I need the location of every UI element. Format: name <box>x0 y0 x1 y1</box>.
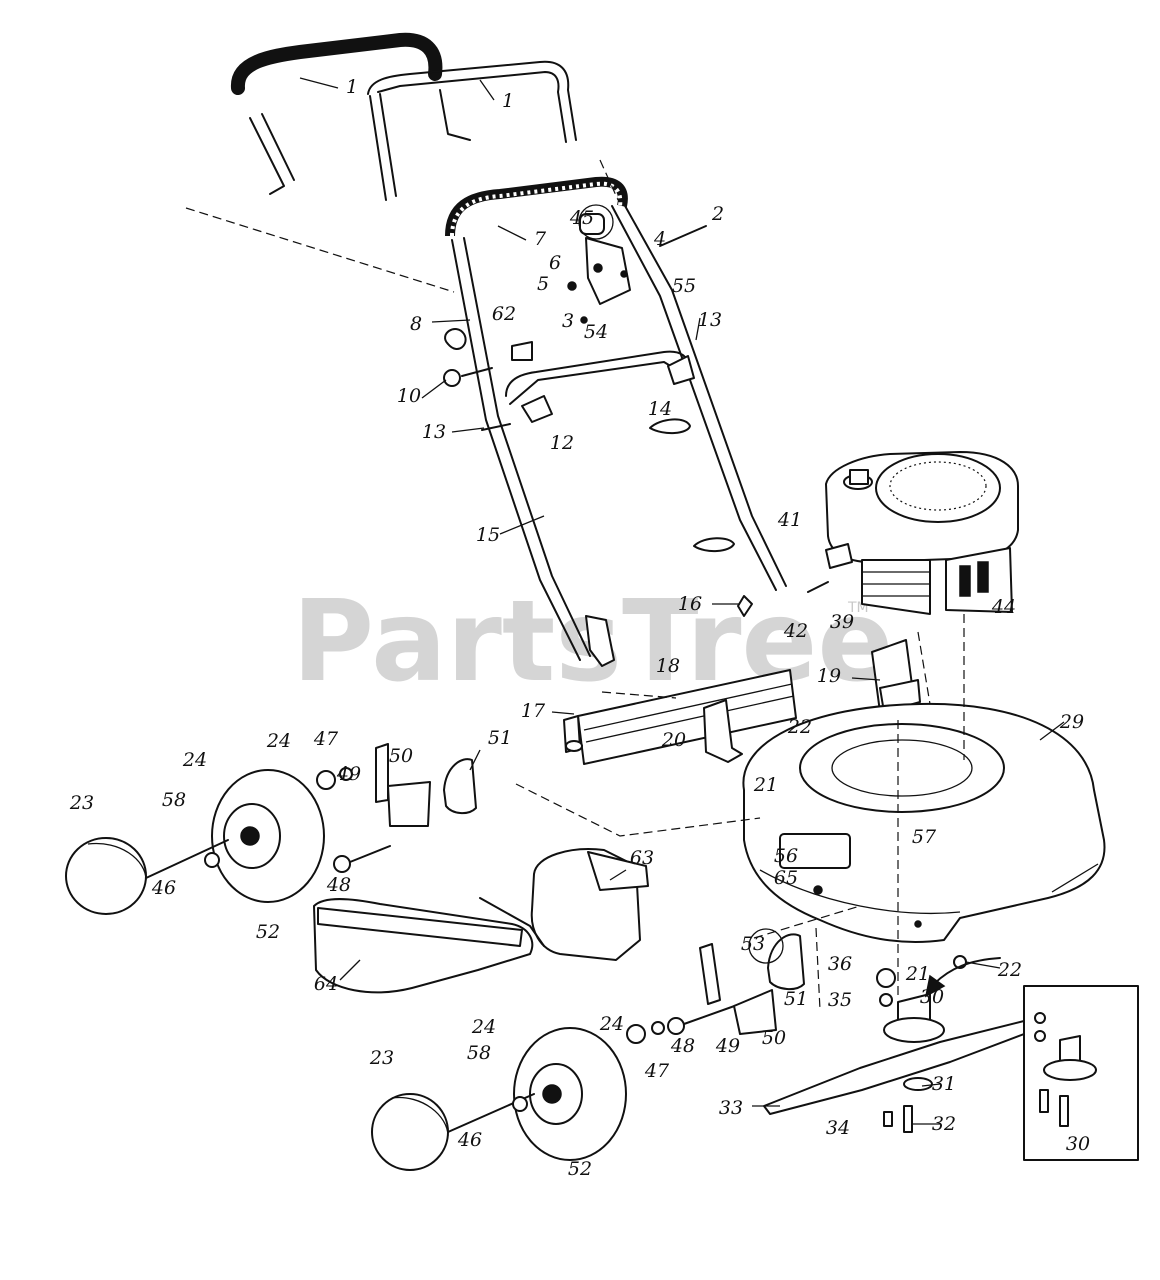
part-callout-46a: 46 <box>151 877 176 899</box>
part-callout-47a: 47 <box>313 728 339 750</box>
part-callout-63: 63 <box>630 847 654 869</box>
part-callout-30a: 30 <box>920 986 944 1008</box>
part-callout-15: 15 <box>476 524 500 546</box>
part-callout-24c: 24 <box>599 1013 624 1035</box>
part-callout-8: 8 <box>410 313 422 335</box>
callout-arrow-line <box>933 957 1001 985</box>
part-callout-42: 42 <box>783 620 808 642</box>
part-callout-22b: 22 <box>997 959 1022 981</box>
part-callout-44: 44 <box>991 596 1016 618</box>
part-callout-1b: 1 <box>502 90 514 112</box>
circled-callout-53 <box>748 928 784 964</box>
part-callout-50a: 50 <box>389 745 413 767</box>
part-callout-13a: 13 <box>698 309 722 331</box>
engine-bracket <box>871 639 921 713</box>
part-callout-58b: 58 <box>467 1042 491 1064</box>
part-callout-55: 55 <box>672 275 696 297</box>
part-callout-52a: 52 <box>256 921 280 943</box>
part-callout-4: 4 <box>653 228 666 250</box>
part-callout-21b: 21 <box>905 963 930 985</box>
part-callout-24d: 24 <box>471 1016 496 1038</box>
part-callout-51a: 51 <box>488 727 512 749</box>
part-callout-19: 19 <box>817 665 841 687</box>
part-callout-20: 20 <box>661 729 686 751</box>
adapter-inset <box>1023 985 1139 1161</box>
part-callout-23a: 23 <box>69 792 94 814</box>
part-callout-22a: 22 <box>787 716 812 738</box>
part-callout-35: 35 <box>828 989 852 1011</box>
upper-handle-grip <box>231 32 443 195</box>
part-callout-54: 54 <box>584 321 608 343</box>
part-callout-3: 3 <box>562 310 574 332</box>
part-callout-6: 6 <box>549 252 561 274</box>
part-callout-56: 56 <box>774 845 798 867</box>
part-callout-33: 33 <box>719 1097 743 1119</box>
rear-wheel-right <box>371 933 805 1171</box>
part-callout-62: 62 <box>492 303 516 325</box>
part-callout-52b: 52 <box>568 1158 592 1180</box>
rear-wheel-left <box>65 743 477 915</box>
leader-lines <box>299 77 1065 1125</box>
control-box <box>579 213 631 305</box>
part-callout-64: 64 <box>314 973 338 995</box>
mower-deck <box>742 702 1106 943</box>
part-callout-18: 18 <box>656 655 680 677</box>
assembly-guides <box>185 159 965 1011</box>
rear-flap <box>530 848 649 961</box>
part-callout-1a: 1 <box>346 76 358 98</box>
part-callout-48a: 48 <box>326 874 351 896</box>
part-callout-51b: 51 <box>784 988 808 1010</box>
part-callout-7: 7 <box>534 228 547 250</box>
part-callout-46b: 46 <box>457 1129 482 1151</box>
part-callout-24b: 24 <box>182 749 207 771</box>
part-callout-10: 10 <box>397 385 421 407</box>
part-callout-24a: 24 <box>266 730 291 752</box>
part-callout-30b: 30 <box>1066 1133 1090 1155</box>
circled-callout-45 <box>578 204 614 240</box>
part-callout-47b: 47 <box>644 1060 670 1082</box>
discharge-chute <box>313 897 545 994</box>
part-callout-49a: 49 <box>336 763 361 785</box>
part-callout-45: 45 <box>569 207 594 229</box>
front-rail <box>563 669 797 765</box>
part-callout-23b: 23 <box>369 1047 394 1069</box>
part-callout-48b: 48 <box>670 1035 695 1057</box>
part-callout-50b: 50 <box>762 1027 786 1049</box>
part-callout-34: 34 <box>826 1117 850 1139</box>
part-callout-49b: 49 <box>715 1035 740 1057</box>
part-callout-21a: 21 <box>753 774 778 796</box>
small-hardware <box>443 225 753 667</box>
part-callout-14: 14 <box>648 398 672 420</box>
part-callout-2: 2 <box>711 203 724 225</box>
part-callout-17: 17 <box>521 700 546 722</box>
part-callout-58a: 58 <box>162 789 186 811</box>
part-callout-32: 32 <box>932 1113 956 1135</box>
upper-handle <box>367 60 577 201</box>
part-callout-65: 65 <box>774 867 798 889</box>
part-callout-29: 29 <box>1059 711 1084 733</box>
engine <box>807 451 1019 615</box>
part-callout-31: 31 <box>932 1073 956 1095</box>
callout-arrow-head <box>924 974 946 998</box>
part-callout-41: 41 <box>777 509 802 531</box>
part-callout-16: 16 <box>678 593 702 615</box>
part-callout-53: 53 <box>741 933 765 955</box>
part-callout-13b: 13 <box>422 421 446 443</box>
part-callout-12: 12 <box>550 432 574 454</box>
part-callout-36: 36 <box>828 953 852 975</box>
part-callout-39: 39 <box>830 611 854 633</box>
part-callout-57: 57 <box>912 826 937 848</box>
part-callout-5: 5 <box>537 273 549 295</box>
